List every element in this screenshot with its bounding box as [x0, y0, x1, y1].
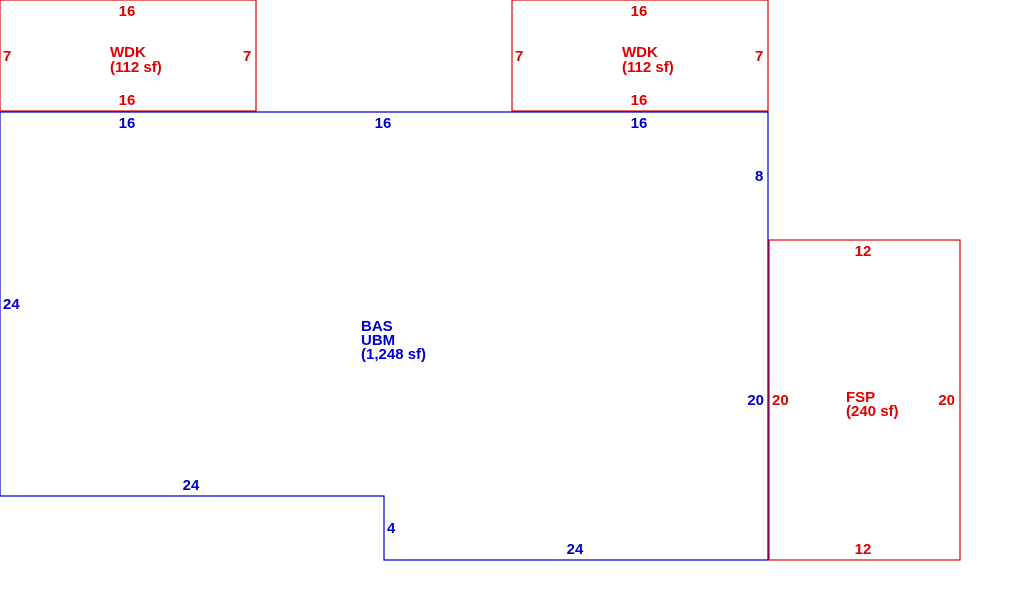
bas-top-dim-1: 16: [119, 115, 136, 132]
wdk-right-right-dim: 7: [755, 48, 763, 65]
wdk-left-left-dim: 7: [3, 48, 11, 65]
bas-left-dim: 24: [3, 296, 20, 313]
wdk-left-area: (112 sf): [110, 59, 162, 76]
wdk-left-top-dim: 16: [119, 3, 136, 20]
fsp-area: (240 sf): [846, 403, 899, 420]
bas-code: BAS: [361, 318, 393, 335]
wdk-left-right-dim: 7: [243, 48, 251, 65]
wdk-right-top-dim: 16: [631, 3, 648, 20]
fsp-left-dim: 20: [772, 392, 789, 409]
wdk-right-code: WDK: [622, 44, 658, 61]
fsp-outline: [768, 239, 961, 561]
wdk-right-left-dim: 7: [515, 48, 523, 65]
bas-top-dim-2: 16: [375, 115, 392, 132]
wdk-right-outline: [511, 0, 769, 112]
bas-step-dim: 4: [387, 520, 396, 537]
wdk-left-outline: [0, 0, 257, 112]
bas-right-lower-dim: 20: [747, 392, 764, 409]
bas-bottom-left-dim: 24: [183, 477, 200, 494]
fsp-code: FSP: [846, 389, 875, 406]
fsp-right-dim: 20: [938, 392, 955, 409]
wdk-right-area: (112 sf): [622, 59, 674, 76]
fsp-top-dim: 12: [855, 243, 872, 260]
bas-right-upper-dim: 8: [755, 168, 763, 185]
wdk-left-code: WDK: [110, 44, 146, 61]
bas-bottom-right-dim: 24: [567, 541, 584, 558]
bas-outline: [0, 111, 769, 561]
bas-area: (1,248 sf): [361, 346, 426, 363]
bas-top-dim-3: 16: [631, 115, 648, 132]
wdk-left-bottom-dim: 16: [119, 92, 136, 109]
wdk-right-bottom-dim: 16: [631, 92, 648, 109]
bas-sub-code: UBM: [361, 332, 395, 349]
fsp-bottom-dim: 12: [855, 541, 872, 558]
